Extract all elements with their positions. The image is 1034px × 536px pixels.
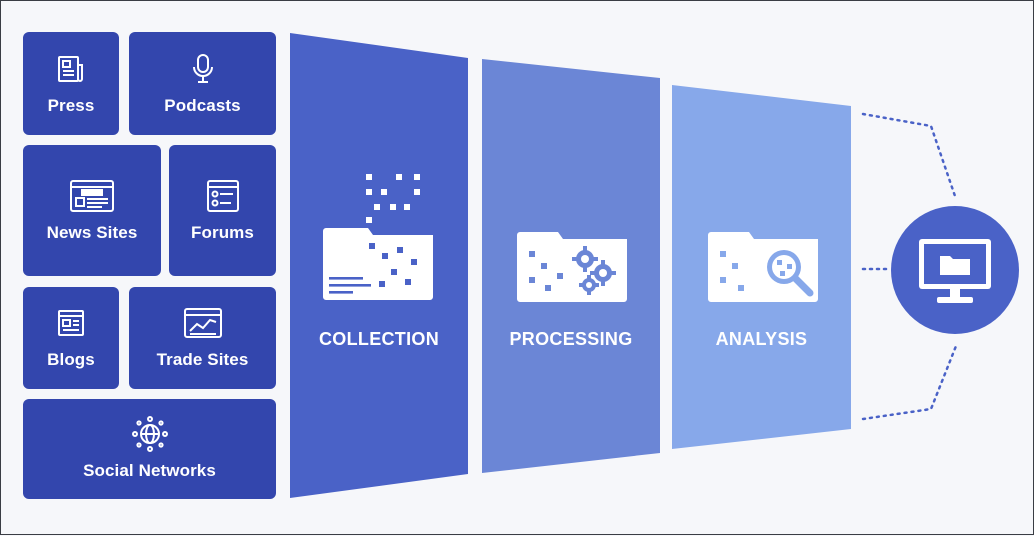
newspaper-icon	[56, 52, 86, 86]
connector-lines	[861, 112, 958, 421]
microphone-icon	[190, 52, 216, 86]
source-label-social-networks: Social Networks	[83, 461, 216, 480]
source-label-forums: Forums	[191, 222, 254, 242]
connector-bottom	[861, 344, 958, 421]
folder-data-icon	[319, 171, 437, 308]
source-label-press: Press	[47, 95, 95, 115]
source-tile-news-sites: News Sites	[23, 145, 161, 276]
blog-page-icon	[56, 306, 86, 340]
folder-gears-icon	[515, 227, 629, 308]
stage-label-collection: COLLECTION	[319, 329, 439, 349]
source-label-blogs: Blogs	[47, 350, 95, 369]
folder-magnifier-icon	[706, 227, 824, 308]
source-tile-blogs: Blogs	[23, 287, 119, 389]
source-tile-trade-sites: Trade Sites	[129, 287, 276, 389]
monitor-folder-icon	[919, 239, 991, 303]
source-tile-forums: Forums	[169, 145, 276, 276]
forum-window-icon	[205, 179, 241, 213]
news-browser-icon	[69, 179, 115, 213]
trade-chart-icon	[183, 306, 223, 340]
output-monitor-circle	[890, 205, 1020, 340]
source-tile-press: Press	[23, 32, 119, 135]
globe-network-icon	[131, 416, 168, 452]
source-tile-social-networks: Social Networks	[23, 399, 276, 499]
source-label-news-sites: News Sites	[46, 222, 138, 242]
source-tile-podcasts: Podcasts	[129, 32, 276, 135]
source-label-podcasts: Podcasts	[164, 95, 241, 115]
stage-label-processing: PROCESSING	[509, 329, 633, 349]
stage-label-analysis: ANALYSIS	[715, 329, 808, 349]
source-label-trade-sites: Trade Sites	[156, 350, 249, 369]
connector-top	[861, 112, 958, 201]
